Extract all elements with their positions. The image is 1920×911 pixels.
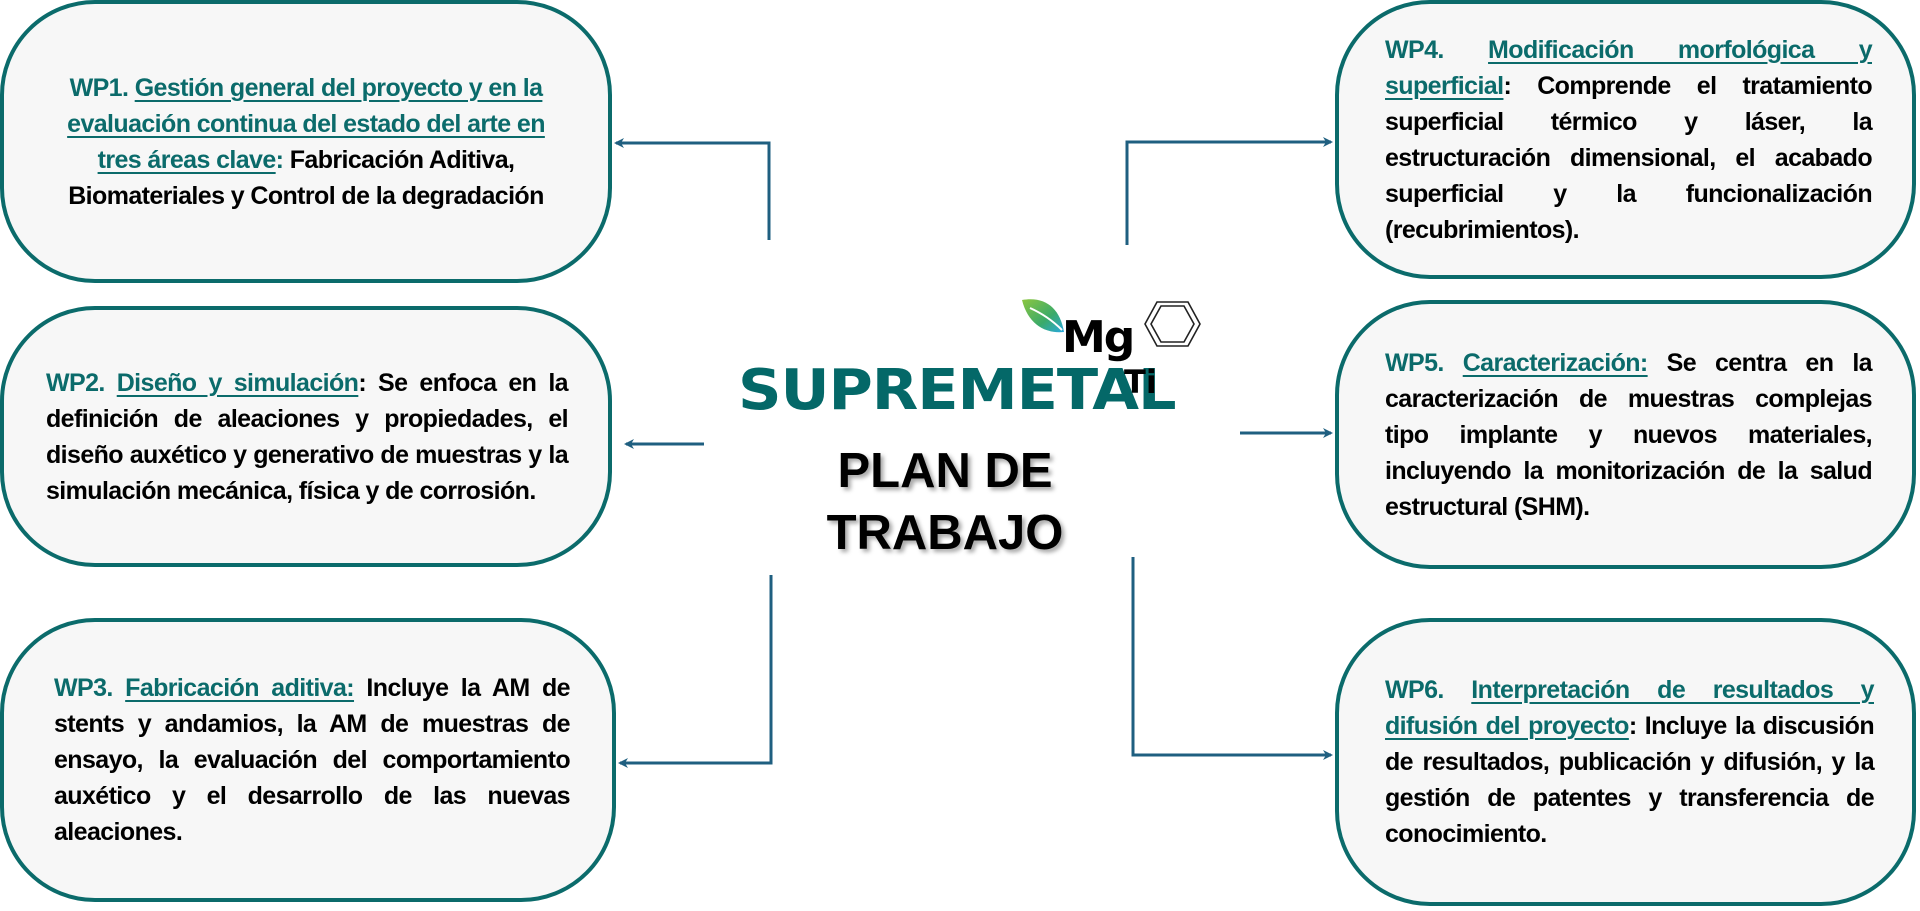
- arrow-to-wp4: [1125, 137, 1333, 245]
- wp-code: WP1.: [69, 73, 129, 102]
- hexagon-crystal-icon: [1144, 301, 1201, 347]
- wp-title: Caracterización:: [1462, 348, 1649, 377]
- wp-sep: :: [1628, 712, 1637, 740]
- wp3-box: WP3. Fabricación aditiva: Incluye la AM …: [0, 618, 616, 902]
- arrow-to-wp1: [614, 138, 771, 240]
- wp-sep: :: [275, 145, 284, 174]
- logo-mg: Mg: [1062, 312, 1135, 363]
- wp6-box: WP6. Interpretación de resultados y difu…: [1335, 618, 1916, 906]
- arrow-to-wp6: [1131, 557, 1333, 760]
- wp-body: Incluye la discusión de resultados, publ…: [1385, 712, 1875, 848]
- wp-body: Incluye la AM de stents y andamios, la A…: [54, 674, 571, 846]
- plan-title: PLAN DE TRABAJO: [800, 440, 1090, 564]
- logo-graphics: [1022, 299, 1201, 347]
- wp-title: Modificación morfológica y superficial: [1385, 35, 1873, 100]
- wp-code: WP2.: [46, 368, 105, 397]
- wp-body: Fabricación Aditiva, Biomateriales y Con…: [68, 145, 544, 210]
- wp-sep: :: [1503, 71, 1512, 100]
- wp-title: Gestión general del proyecto y en la eva…: [67, 73, 545, 174]
- plan-title-line1: PLAN DE: [837, 444, 1053, 498]
- wp1-box: WP1. Gestión general del proyecto y en l…: [0, 0, 612, 283]
- wp-title: Diseño y simulación: [116, 368, 359, 397]
- wp-body: Se centra en la caracterización de muest…: [1385, 348, 1873, 521]
- wp2-box: WP2. Diseño y simulación: Se enfoca en l…: [0, 306, 612, 567]
- wp-body: Se enfoca en la definición de aleaciones…: [46, 368, 569, 505]
- plan-title-line2: TRABAJO: [826, 506, 1064, 560]
- wp5-box: WP5. Caracterización: Se centra en la ca…: [1335, 300, 1916, 569]
- wp-sep: :: [358, 368, 367, 397]
- wp-code: WP3.: [54, 674, 113, 702]
- wp-code: WP4.: [1385, 35, 1444, 64]
- wp4-box: WP4. Modificación morfológica y superfic…: [1335, 0, 1916, 279]
- wp-title: Fabricación aditiva:: [125, 674, 355, 702]
- arrow-to-wp3: [618, 575, 773, 768]
- wp-code: WP5.: [1385, 348, 1444, 377]
- wp-code: WP6.: [1385, 676, 1444, 704]
- logo-ti: Ti: [1124, 363, 1157, 401]
- wp-title: Interpretación de resultados y difusión …: [1385, 676, 1875, 740]
- logo-supremetal: SUPREMETAL: [738, 358, 1177, 423]
- wp-body: Comprende el tratamiento superficial tér…: [1385, 71, 1873, 244]
